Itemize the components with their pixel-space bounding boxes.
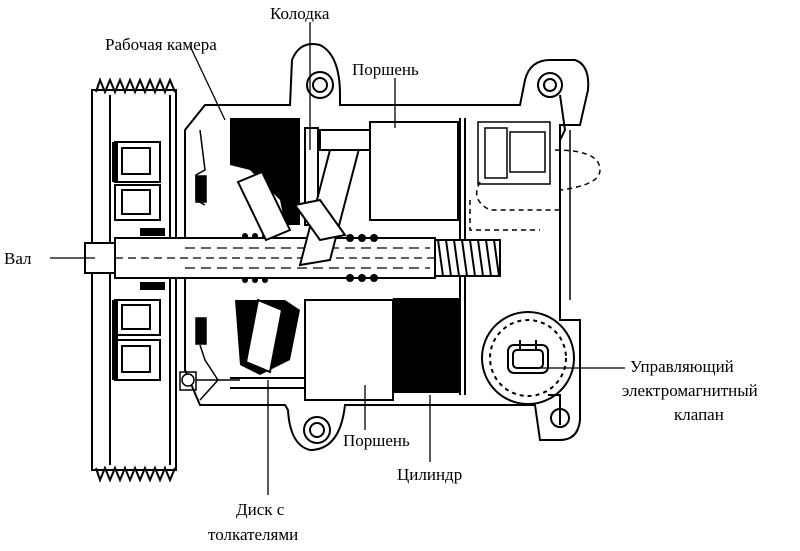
shaft xyxy=(84,237,436,279)
label-upravl-line2: электромагнитный xyxy=(622,381,758,400)
swash-plate xyxy=(236,127,362,374)
label-kolodka: Колодка xyxy=(270,4,330,23)
shaft-seals xyxy=(242,233,378,283)
leader-rabochaya-kamera xyxy=(189,45,226,121)
label-disk-line1: Диск с xyxy=(236,500,285,519)
leader-lines xyxy=(50,22,625,495)
pulley xyxy=(91,77,177,483)
label-upravl-line3: клапан xyxy=(674,405,724,424)
piston-top xyxy=(319,121,459,221)
housing-details xyxy=(179,129,466,401)
label-rabochaya-kamera: Рабочая камера xyxy=(105,35,217,54)
shaft-spring xyxy=(434,239,501,277)
label-cilindr: Цилиндр xyxy=(397,465,462,484)
label-val: Вал xyxy=(4,249,32,268)
label-porshen-bottom: Поршень xyxy=(343,431,410,450)
piston-bottom xyxy=(230,299,394,401)
pulley-bearings xyxy=(112,142,165,380)
label-disk-line2: толкателями xyxy=(208,525,298,544)
control-valve xyxy=(481,311,575,425)
rear-head-details xyxy=(469,121,601,231)
label-porshen-top: Поршень xyxy=(352,60,419,79)
label-upravl-line1: Управляющий xyxy=(630,357,734,376)
